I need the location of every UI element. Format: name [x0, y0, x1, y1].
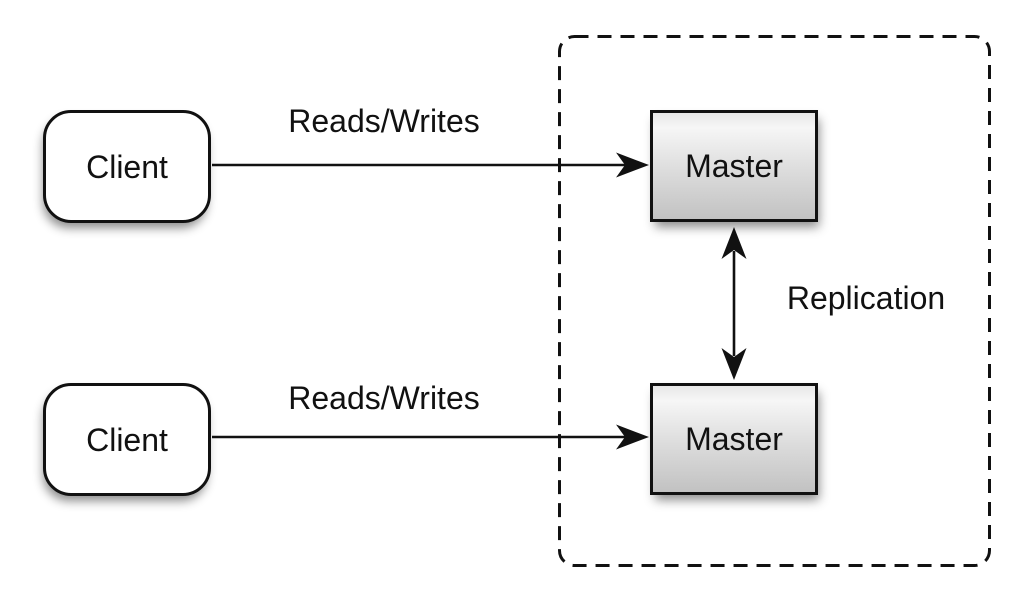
node-client-bottom-label: Client — [86, 421, 168, 458]
node-master-bottom: Master — [650, 383, 818, 495]
node-master-bottom-label: Master — [685, 421, 783, 457]
node-client-bottom: Client — [43, 383, 211, 496]
node-client-top: Client — [43, 110, 211, 223]
reads-writes-arrow-top — [212, 152, 649, 178]
node-client-top-label: Client — [86, 148, 168, 185]
reads-writes-arrow-bottom — [212, 424, 649, 450]
edge-label-replication: Replication — [786, 280, 946, 316]
node-master-top-label: Master — [685, 148, 783, 184]
edge-label-reads-writes-bottom: Reads/Writes — [288, 380, 480, 416]
node-master-top: Master — [650, 110, 818, 222]
edge-label-reads-writes-top: Reads/Writes — [288, 103, 480, 139]
replication-group-boundary — [558, 35, 991, 567]
replication-arrow — [721, 227, 747, 380]
